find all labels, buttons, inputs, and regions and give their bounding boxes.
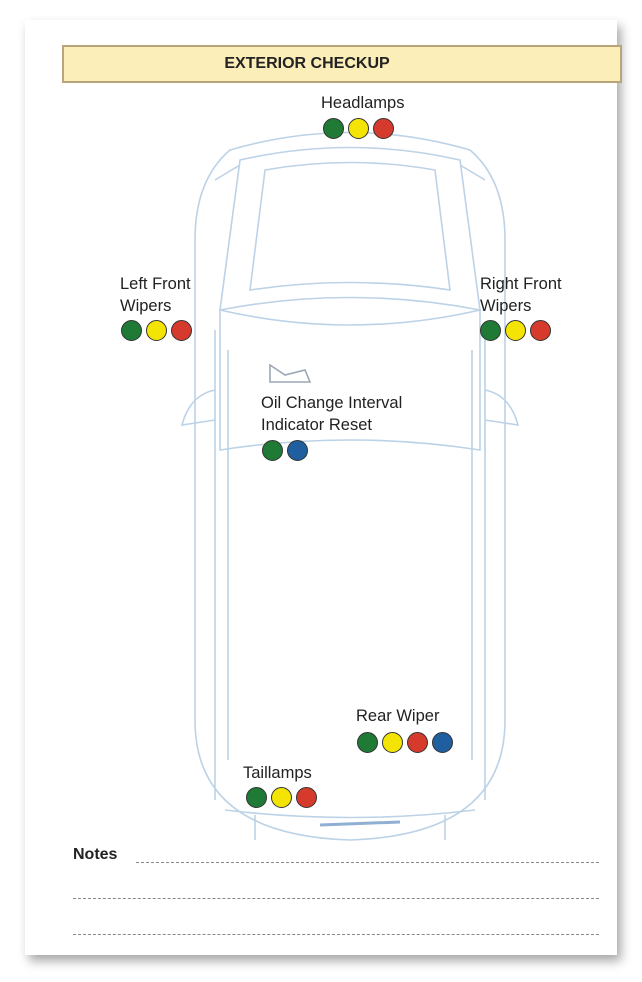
right-front-wipers-rating[interactable] (480, 320, 551, 341)
blue-status-circle[interactable] (287, 440, 308, 461)
headlamps-label: Headlamps (321, 94, 405, 112)
yellow-status-circle[interactable] (348, 118, 369, 139)
car-outline-illustration (180, 131, 520, 841)
section-header: EXTERIOR CHECKUP (62, 45, 622, 83)
green-status-circle[interactable] (480, 320, 501, 341)
notes-line[interactable] (73, 898, 599, 899)
yellow-status-circle[interactable] (382, 732, 403, 753)
green-status-circle[interactable] (121, 320, 142, 341)
rear-wiper-rating[interactable] (357, 732, 453, 753)
red-status-circle[interactable] (373, 118, 394, 139)
green-status-circle[interactable] (357, 732, 378, 753)
red-status-circle[interactable] (296, 787, 317, 808)
taillamps-rating[interactable] (246, 787, 317, 808)
blue-status-circle[interactable] (432, 732, 453, 753)
green-status-circle[interactable] (262, 440, 283, 461)
red-status-circle[interactable] (407, 732, 428, 753)
oil-change-rating[interactable] (262, 440, 308, 461)
red-status-circle[interactable] (530, 320, 551, 341)
checkup-page (25, 20, 617, 955)
yellow-status-circle[interactable] (146, 320, 167, 341)
yellow-status-circle[interactable] (271, 787, 292, 808)
green-status-circle[interactable] (246, 787, 267, 808)
yellow-status-circle[interactable] (505, 320, 526, 341)
section-title: EXTERIOR CHECKUP (224, 55, 390, 72)
notes-line[interactable] (136, 862, 599, 863)
left-front-wipers-rating[interactable] (121, 320, 192, 341)
notes-label: Notes (73, 846, 118, 863)
red-status-circle[interactable] (171, 320, 192, 341)
taillamps-label: Taillamps (243, 764, 312, 782)
headlamps-rating[interactable] (323, 118, 394, 139)
rear-wiper-label: Rear Wiper (356, 707, 440, 725)
green-status-circle[interactable] (323, 118, 344, 139)
notes-line[interactable] (73, 934, 599, 935)
